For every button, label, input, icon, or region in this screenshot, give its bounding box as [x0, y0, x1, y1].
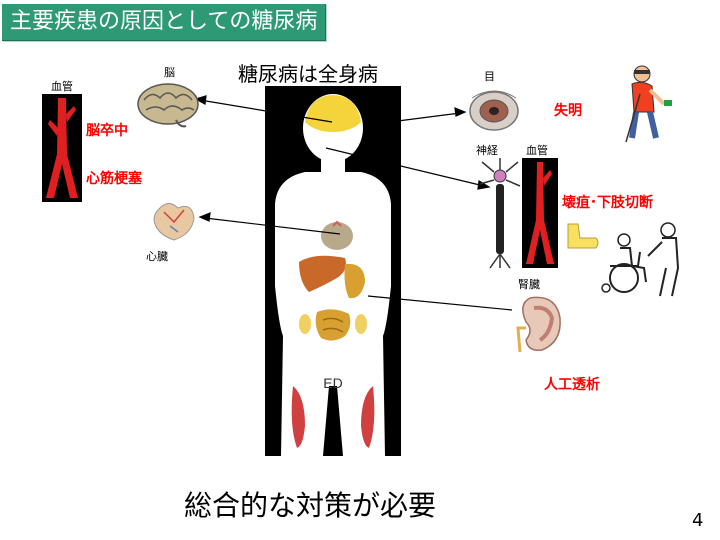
kidney-icon [516, 296, 561, 353]
label-nerve: 神経 [476, 144, 498, 157]
label-brain: 脳 [164, 66, 175, 79]
label-blood-vessel-left: 血管 [51, 80, 73, 93]
condition-gangrene: 壊疽･下肢切断 [562, 195, 653, 211]
condition-dialysis: 人工透析 [544, 377, 600, 393]
body-figure: ED [265, 86, 401, 456]
wheelchair-icon [601, 222, 680, 297]
condition-blindness: 失明 [554, 103, 582, 119]
foot-icon [567, 223, 599, 249]
ed-label: ED [323, 375, 342, 391]
conclusion-text: 総合的な対策が必要 [184, 489, 437, 522]
label-eye: 目 [484, 70, 495, 83]
brain-icon [137, 83, 199, 128]
slide-title: 主要疾患の原因としての糖尿病 [2, 4, 327, 41]
blind-person-icon [625, 65, 672, 143]
condition-mi: 心筋梗塞 [86, 171, 142, 187]
page-number: 4 [692, 510, 704, 531]
label-blood-vessel-right: 血管 [526, 144, 548, 157]
blood-vessel-right-icon [522, 158, 558, 268]
nerve-cell-icon [479, 158, 521, 269]
diagram-heading: 糖尿病は全身病 [238, 62, 378, 86]
condition-stroke: 脳卒中 [86, 123, 128, 139]
eye-icon [469, 90, 519, 131]
label-kidney: 腎臓 [518, 278, 540, 291]
heart-icon [153, 203, 195, 241]
label-heart: 心臓 [146, 250, 168, 263]
blood-vessel-icon [42, 94, 82, 202]
